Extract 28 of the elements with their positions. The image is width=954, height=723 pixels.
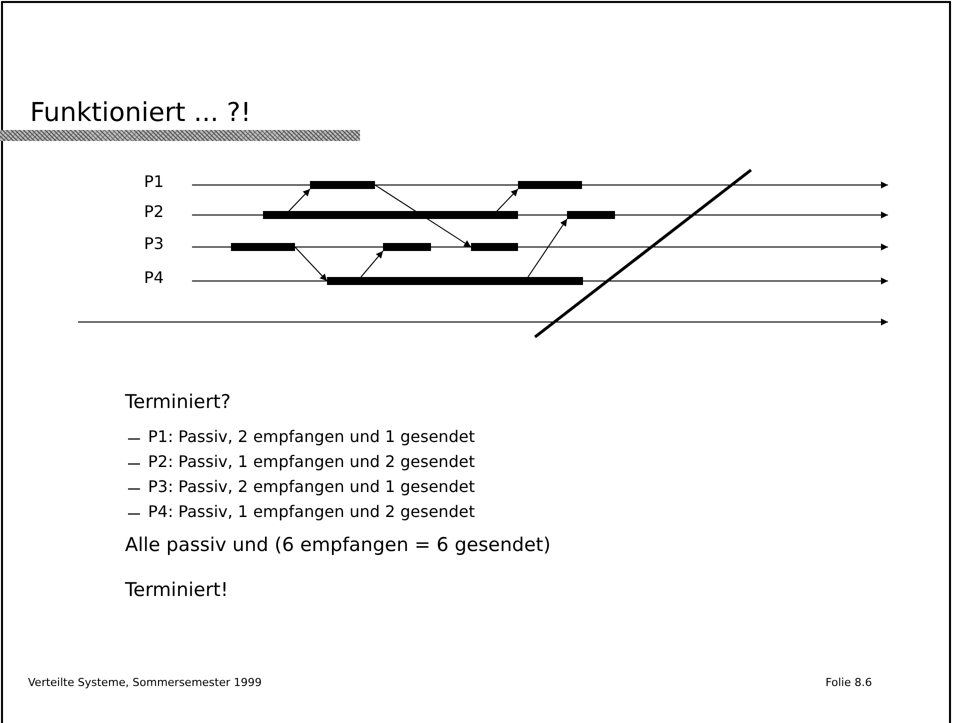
message-arrow bbox=[288, 188, 310, 212]
message-arrow bbox=[374, 184, 472, 248]
footer-text: Verteilte Systeme, Sommersemester 1999 bbox=[28, 677, 262, 690]
activity-bar bbox=[518, 181, 582, 189]
bullet-text: P2: Passiv, 1 empfangen und 2 gesendet bbox=[148, 453, 475, 472]
bullet-text: P4: Passiv, 1 empfangen und 2 gesendet bbox=[148, 503, 475, 522]
message-arrow bbox=[496, 188, 518, 212]
page-number: Folie 8.6 bbox=[825, 677, 872, 690]
activity-bar bbox=[383, 243, 431, 251]
process-label: P3 bbox=[144, 235, 164, 254]
statement-text: Alle passiv und (6 empfangen = 6 gesendet) bbox=[125, 535, 551, 557]
activity-bar bbox=[327, 277, 583, 285]
message-arrow bbox=[528, 218, 568, 278]
question-text: Terminiert? bbox=[125, 392, 231, 414]
conclusion-text: Terminiert! bbox=[125, 580, 228, 602]
process-label: P2 bbox=[144, 203, 164, 222]
process-label: P1 bbox=[144, 173, 164, 192]
activity-bar bbox=[567, 211, 615, 219]
activity-bar bbox=[231, 243, 295, 251]
process-label: P4 bbox=[144, 269, 164, 288]
activity-bar bbox=[263, 211, 518, 219]
activity-bar bbox=[471, 243, 518, 251]
bullet-text: P3: Passiv, 2 empfangen und 1 gesendet bbox=[148, 478, 475, 496]
message-arrow bbox=[294, 246, 328, 282]
bullet-text: P1: Passiv, 2 empfangen und 1 gesendet bbox=[148, 428, 475, 446]
activity-bar bbox=[310, 181, 375, 189]
message-arrow bbox=[360, 250, 384, 278]
slide-title: Funktioniert ... ?! bbox=[30, 99, 251, 129]
